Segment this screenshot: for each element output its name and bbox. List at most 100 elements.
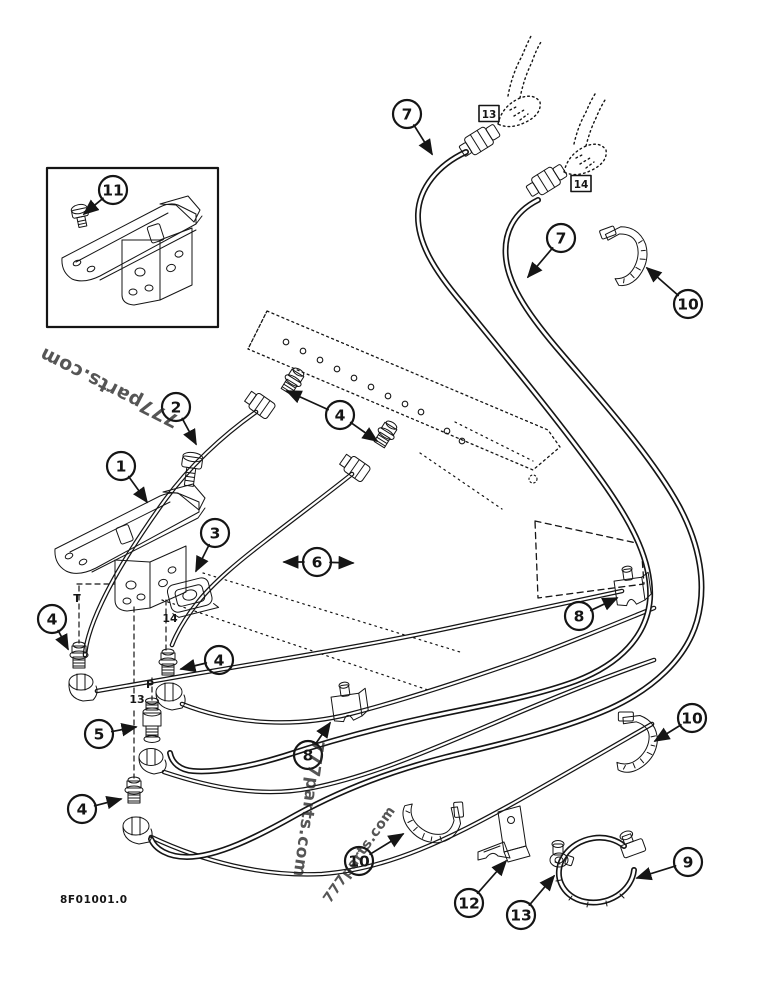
clamp-8-left <box>330 681 369 723</box>
callout-3: 3 <box>195 517 231 573</box>
phantom-elbow-14-icon <box>563 93 607 176</box>
port-label-T: T <box>73 592 81 605</box>
ref-box-outline <box>570 174 592 193</box>
leader-arrow <box>82 197 104 216</box>
callout-10: 10 <box>343 833 405 877</box>
callout-circle <box>160 391 192 423</box>
ref-box-number: 13 <box>482 109 497 121</box>
ref-box-14: 14 <box>570 174 592 193</box>
hook-clamp-10-mid <box>616 711 658 773</box>
leader-arrow <box>329 555 355 570</box>
bolt-11 <box>70 203 89 229</box>
clamp-13 <box>549 840 575 868</box>
inset-box <box>45 166 220 329</box>
callout-10: 10 <box>645 266 704 320</box>
leader-arrow <box>181 417 197 446</box>
callout-circle <box>36 603 68 635</box>
watermark-text: 777parts.com <box>36 343 182 432</box>
hose-run-a <box>94 588 625 694</box>
bracket-12 <box>477 805 531 863</box>
hook-clamp-10-bottom <box>402 801 464 844</box>
leader-arrow <box>653 724 682 742</box>
callout-9: 9 <box>635 846 704 881</box>
callout-number: 8 <box>574 608 585 626</box>
callout-circle <box>97 174 129 206</box>
callout-4: 4 <box>66 793 123 825</box>
callout-7: 7 <box>391 98 433 156</box>
callout-number: 8 <box>303 747 314 765</box>
callout-number: 4 <box>335 407 346 425</box>
leader-arrow <box>645 266 680 297</box>
callout-number: 9 <box>683 854 694 872</box>
callout-10: 10 <box>653 702 708 742</box>
tube-6-b <box>169 471 355 648</box>
callout-7: 7 <box>526 222 577 279</box>
callout-6: 6 <box>282 546 355 578</box>
mounting-bracket <box>54 483 206 612</box>
clamp-8-right <box>613 565 652 607</box>
elbow-left-5 <box>138 748 167 775</box>
callout-circle <box>203 644 235 676</box>
leader-arrow <box>528 874 556 906</box>
leader-arrow <box>195 543 211 573</box>
tube-nut-1 <box>244 390 276 420</box>
hook-clamp-10-top <box>599 225 648 287</box>
port-label-P: P <box>146 678 154 691</box>
leader-arrow <box>314 721 331 746</box>
port-label-14: 14 <box>162 612 178 625</box>
leader-arrow <box>526 247 554 279</box>
manifold-phantom <box>247 310 561 471</box>
hose-run-c <box>161 657 657 795</box>
leader-arrow <box>285 390 330 411</box>
connector-4-manifold-2 <box>373 420 398 449</box>
callout-8: 8 <box>563 597 619 632</box>
callout-number: 11 <box>102 182 124 200</box>
leader-arrow <box>110 723 138 737</box>
callout-number: 5 <box>94 726 105 744</box>
callout-circle <box>563 600 595 632</box>
callout-13: 13 <box>505 874 556 931</box>
callout-circle <box>672 288 704 320</box>
callout-11: 11 <box>82 174 129 216</box>
callout-circle <box>676 702 708 734</box>
callout-circle <box>66 793 98 825</box>
leader-arrow <box>55 629 69 651</box>
connector-4-left-top <box>69 641 89 669</box>
callout-number: 10 <box>677 296 699 314</box>
assembly-leader-lines <box>76 572 461 779</box>
callout-circle <box>545 222 577 254</box>
callout-4: 4 <box>285 390 379 442</box>
callout-1: 1 <box>105 450 148 504</box>
bolt-2 <box>181 451 204 487</box>
callout-number: 10 <box>348 853 370 871</box>
ref-box-number: 14 <box>574 179 589 191</box>
u-nut-3 <box>166 577 220 618</box>
leader-arrow <box>635 865 677 881</box>
callout-circle <box>391 98 423 130</box>
hose-nut-upper <box>458 124 501 157</box>
callout-number: 4 <box>77 801 88 819</box>
callout-circle <box>83 718 115 750</box>
leader-arrow <box>179 659 208 673</box>
callout-number: 7 <box>402 106 413 124</box>
loop-clamp-9 <box>554 830 647 908</box>
leader-arrow <box>369 833 405 856</box>
elbow-left-bottom <box>122 816 153 845</box>
callout-number: 13 <box>510 907 532 925</box>
leader-arrow <box>93 796 123 810</box>
tube-6-a <box>82 409 259 658</box>
inset-bracket <box>61 195 203 306</box>
hose-run-d <box>148 721 655 877</box>
callout-number: 4 <box>214 652 225 670</box>
callout-circle <box>324 399 356 431</box>
figure-code: 8F01001.0 <box>60 894 128 906</box>
mounting-plate-phantom <box>419 421 645 599</box>
callout-2: 2 <box>160 391 197 446</box>
callout-number: 6 <box>312 554 323 572</box>
connector-4-left-mid <box>158 648 178 676</box>
connector-4-left-bottom <box>124 776 144 804</box>
port-label-13: 13 <box>129 693 144 706</box>
hose-nut-lower <box>525 164 568 197</box>
